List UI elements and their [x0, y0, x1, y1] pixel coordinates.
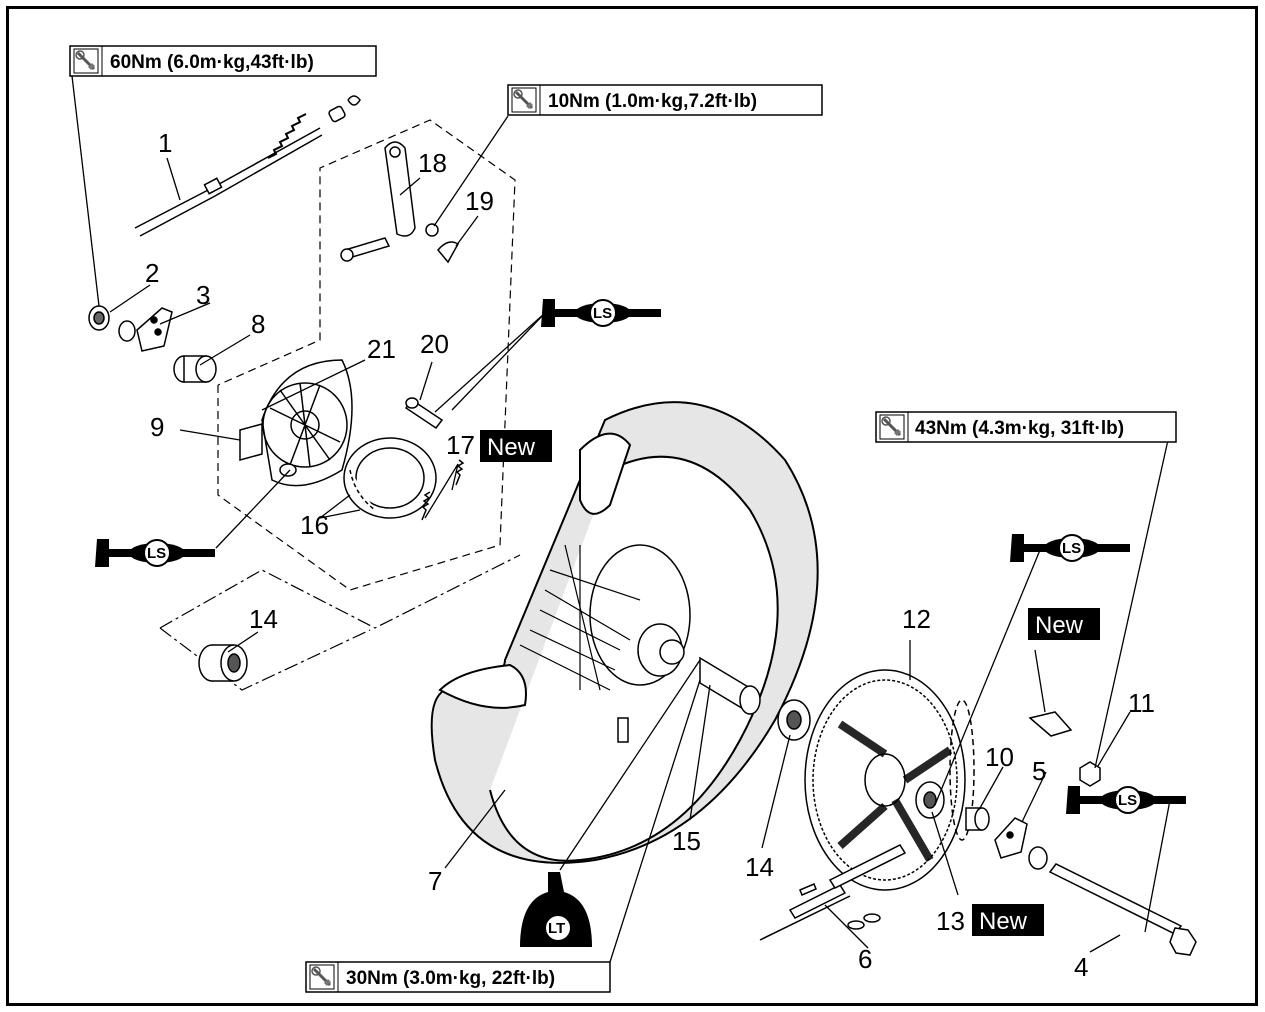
torque-spec-43: 43Nm (4.3m·kg, 31ft·lb)	[875, 411, 1177, 443]
axle	[1048, 863, 1197, 956]
callout-1: 1	[158, 128, 172, 158]
svg-text:LT: LT	[548, 920, 565, 937]
torque-spec-60-text: 60Nm (6.0m·kg,43ft·lb)	[110, 52, 314, 73]
ls-grease-symbol-3: LS	[1009, 533, 1131, 563]
sprocket	[804, 669, 975, 891]
ls-grease-symbol-4: LS	[1065, 785, 1187, 815]
axle-side-parts	[915, 711, 1101, 870]
brake-cam-lever	[340, 141, 460, 264]
callout-16: 16	[300, 510, 329, 540]
callout-18: 18	[418, 148, 447, 178]
leader-lines	[71, 75, 1171, 963]
svg-text:LS: LS	[147, 545, 166, 562]
callout-11: 11	[1128, 688, 1155, 718]
callout-10: 10	[985, 742, 1014, 772]
torque-spec-10-text: 10Nm (1.0m·kg,7.2ft·lb)	[548, 91, 757, 112]
torque-spec-30: 30Nm (3.0m·kg, 22ft·lb)	[305, 961, 611, 993]
bearing-group-boundary	[159, 554, 521, 691]
svg-text:New: New	[487, 434, 536, 461]
callout-6: 6	[858, 944, 872, 974]
ls-grease-symbol-2: LS	[94, 538, 216, 568]
part-number-callouts: 1 2 3 4 5 6 7 8 9 10 11 12 13 14 14 15 1…	[145, 128, 1155, 982]
chain-joint	[759, 844, 907, 941]
svg-text:LS: LS	[1062, 540, 1081, 557]
callout-21: 21	[367, 334, 396, 364]
torque-spec-60: 60Nm (6.0m·kg,43ft·lb)	[69, 45, 377, 77]
callout-12: 12	[902, 604, 931, 634]
callout-4: 4	[1074, 952, 1088, 982]
torque-spec-43-text: 43Nm (4.3m·kg, 31ft·lb)	[915, 418, 1124, 439]
svg-text:LS: LS	[1118, 792, 1137, 809]
torque-spec-30-text: 30Nm (3.0m·kg, 22ft·lb)	[346, 968, 555, 989]
callout-13: 13	[936, 906, 965, 936]
torque-spec-10: 10Nm (1.0m·kg,7.2ft·lb)	[507, 84, 823, 116]
callout-8: 8	[251, 309, 265, 339]
brake-shoes	[343, 437, 465, 521]
callout-14-left: 14	[249, 604, 278, 634]
svg-text:LS: LS	[593, 305, 612, 322]
ls-grease-symbol-1: LS	[540, 298, 662, 328]
brake-rod	[134, 95, 361, 237]
callout-17: 17	[446, 430, 475, 460]
bearing-right	[777, 699, 811, 741]
callout-19: 19	[465, 186, 494, 216]
callout-7: 7	[428, 866, 442, 896]
bearing-left	[198, 644, 248, 682]
callout-2: 2	[145, 258, 159, 288]
svg-text:New: New	[1035, 612, 1084, 639]
brake-shoe-plate	[239, 359, 353, 487]
brake-assembly-boundary	[217, 119, 516, 591]
callout-14-right: 14	[745, 852, 774, 882]
wheel-spacer	[699, 656, 761, 715]
callout-9: 9	[150, 412, 164, 442]
callout-20: 20	[420, 329, 449, 359]
brake-camshaft	[404, 397, 444, 430]
svg-text:New: New	[979, 908, 1028, 935]
callout-15: 15	[672, 826, 701, 856]
callout-5: 5	[1032, 756, 1046, 786]
wheel-hub	[519, 544, 691, 743]
new-badge-5: New	[1028, 608, 1100, 640]
callout-3: 3	[196, 280, 210, 310]
new-badge-13: New	[972, 904, 1044, 936]
new-badge-17: New	[480, 430, 552, 462]
lt-locking-agent-symbol: LT	[520, 872, 592, 947]
axle-nut-and-washers	[88, 305, 217, 383]
